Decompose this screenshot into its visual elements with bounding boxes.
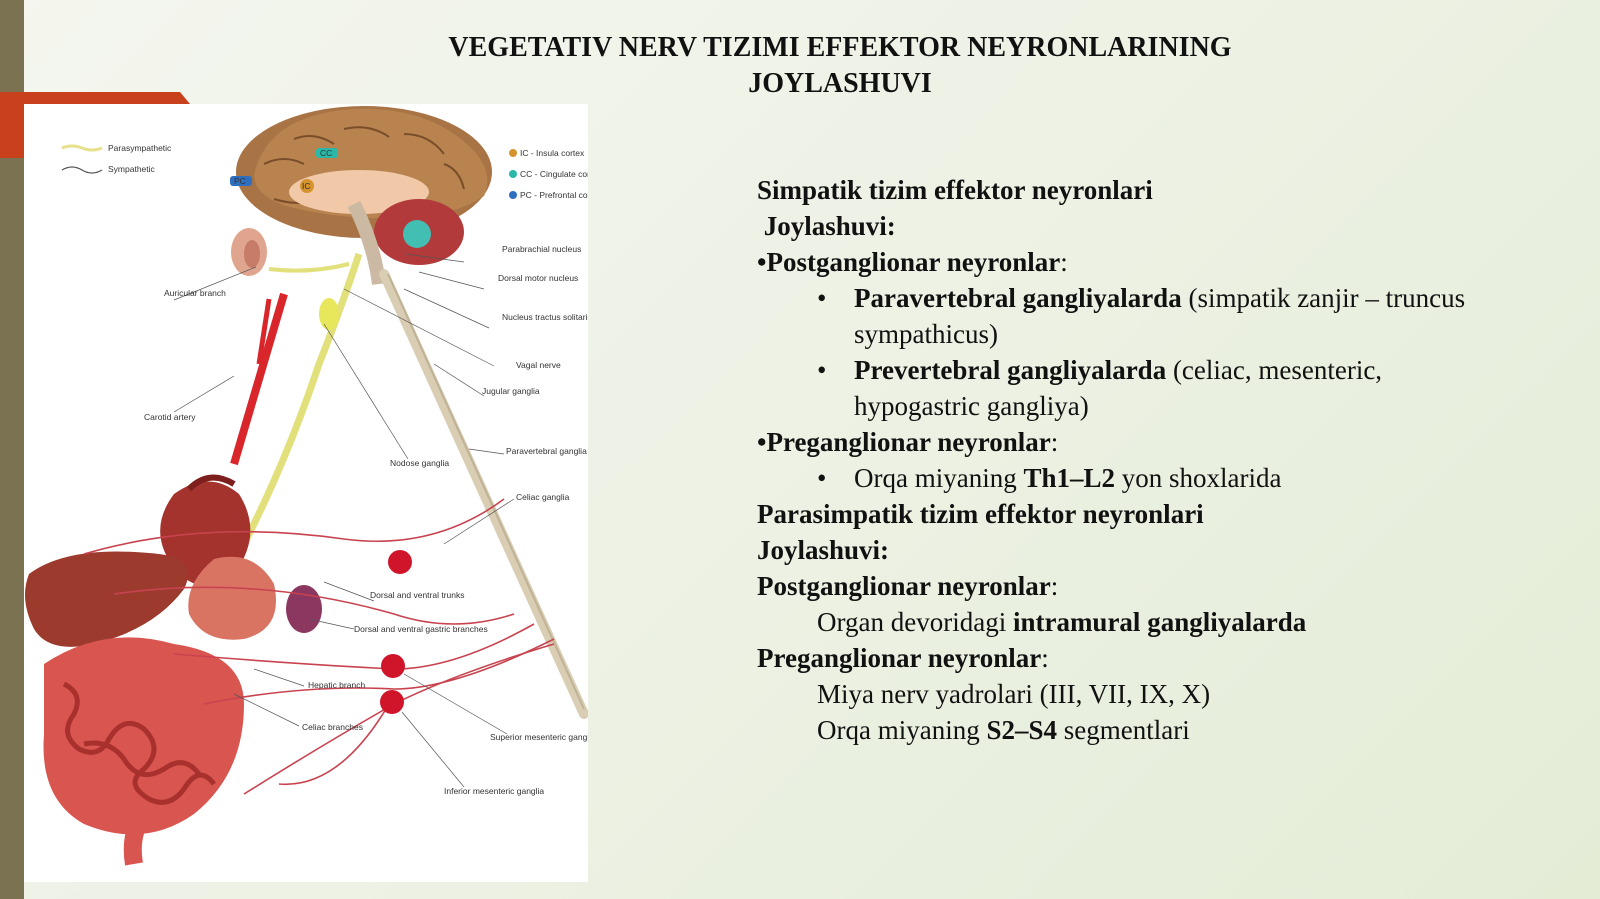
- label-dorsal-ventral-gastric-branches: Dorsal and ventral gastric branches: [354, 624, 488, 634]
- intramural-item: Organ devoridagi intramural gangliyalard…: [757, 604, 1557, 640]
- bullet: •: [817, 283, 827, 313]
- label-hepatic-branch: Hepatic branch: [308, 680, 365, 690]
- colon: :: [1050, 571, 1059, 601]
- spleen: [286, 585, 322, 633]
- label-jugular-ganglia: Jugular ganglia: [482, 386, 540, 396]
- carotid-artery: [230, 292, 288, 466]
- paravertebral-rest: (simpatik zanjir – truncus: [1181, 283, 1466, 313]
- prevertebral-rest: (celiac, mesenteric,: [1166, 355, 1383, 385]
- symp-pre-item: •Preganglionar neyronlar:: [757, 424, 1557, 460]
- liver: [25, 551, 189, 647]
- pc-key-dot: [509, 191, 517, 199]
- symp-heading: Simpatik tizim effektor neyronlari: [757, 175, 1153, 205]
- paravertebral-item: • Paravertebral gangliyalarda (simpatik …: [757, 280, 1557, 352]
- th-l2-item: • Orqa miyaning Th1–L2 yon shoxlarida: [757, 460, 1557, 496]
- symp-pre-label: •Preganglionar neyronlar: [757, 427, 1051, 457]
- key-insula-cortex: IC - Insula cortex: [520, 148, 585, 158]
- slide-content: Simpatik tizim effektor neyronlari Joyla…: [757, 172, 1557, 748]
- parasymp-heading: Parasimpatik tizim effektor neyronlari: [757, 499, 1204, 529]
- celiac-ganglion: [388, 550, 412, 574]
- orqa2-text: Orqa miyaning: [817, 715, 987, 745]
- orqa2-rest: segmentlari: [1057, 715, 1190, 745]
- sacral-segments-item: Orqa miyaning S2–S4 segmentlari: [757, 712, 1557, 748]
- legend-sympathetic: Sympathetic: [108, 164, 156, 174]
- orqa-bold: Th1–L2: [1023, 463, 1116, 493]
- sympathetic-legend-swatch: [61, 166, 103, 174]
- symp-post-label: •Postganglionar neyronlar: [757, 247, 1061, 277]
- brain-ic-tag: IC: [302, 181, 311, 191]
- label-dorsal-motor-nucleus: Dorsal motor nucleus: [498, 273, 578, 283]
- ic-key-dot: [509, 149, 517, 157]
- bullet: •: [817, 463, 827, 493]
- parasymp-pre-item: Preganglionar neyronlar:: [757, 640, 1557, 676]
- intestines: [43, 637, 244, 866]
- brain-pc-tag: PC: [234, 176, 246, 186]
- superior-mesenteric-ganglion: [381, 654, 405, 678]
- prevertebral-rest-2: hypogastric gangliya): [854, 391, 1089, 421]
- label-inferior-mesenteric-ganglia: Inferior mesenteric ganglia: [444, 786, 544, 796]
- colon: :: [1050, 427, 1059, 457]
- cranial-nuclei-item: Miya nerv yadrolari (III, VII, IX, X): [817, 679, 1211, 709]
- label-auricular-branch: Auricular branch: [164, 288, 226, 298]
- prevertebral-item: • Prevertebral gangliyalarda (celiac, me…: [757, 352, 1557, 424]
- label-vagal-nerve: Vagal nerve: [516, 360, 561, 370]
- parasymp-location-label: Joylashuvi:: [757, 535, 890, 565]
- symp-location-label: Joylashuvi:: [757, 211, 896, 241]
- orqa2-bold: S2–S4: [986, 715, 1058, 745]
- label-dorsal-ventral-trunks: Dorsal and ventral trunks: [370, 590, 465, 600]
- parasymp-pre-label: Preganglionar neyronlar: [757, 643, 1042, 673]
- brain: CC IC PC: [230, 106, 492, 285]
- bullet: •: [817, 355, 827, 385]
- paravertebral-rest-2: sympathicus): [854, 319, 998, 349]
- key-prefrontal-cortex: PC - Prefrontal cortex: [520, 190, 588, 200]
- label-superior-mesenteric-ganglia: Superior mesenteric ganglia: [490, 732, 588, 742]
- key-cingulate-cortex: CC - Cingulate cortex: [520, 169, 588, 179]
- label-nodose-ganglia: Nodose ganglia: [390, 458, 449, 468]
- anatomy-svg: Parasympathetic Sympathetic IC - Insula …: [25, 106, 588, 866]
- label-parabrachial-nucleus: Parabrachial nucleus: [502, 244, 581, 254]
- legend-parasympathetic: Parasympathetic: [108, 143, 172, 153]
- prevertebral-bold: Prevertebral gangliyalarda: [854, 355, 1167, 385]
- label-celiac-branches: Celiac branches: [302, 722, 363, 732]
- nodose-ganglion-shape: [319, 298, 339, 330]
- cc-key-dot: [509, 170, 517, 178]
- brain-cc-tag: CC: [320, 148, 332, 158]
- symp-post-item: •Postganglionar neyronlar:: [757, 244, 1557, 280]
- organ-text: Organ devoridagi: [817, 607, 1013, 637]
- parasymp-post-item: Postganglionar neyronlar:: [757, 568, 1557, 604]
- title-line-1: VEGETATIV NERV TIZIMI EFFEKTOR NEYRONLAR…: [448, 32, 1232, 63]
- orqa-text: Orqa miyaning: [854, 463, 1024, 493]
- accent-tab: [0, 92, 190, 104]
- inferior-mesenteric-ganglion: [380, 690, 404, 714]
- orqa-rest: yon shoxlarida: [1115, 463, 1282, 493]
- slide-title: VEGETATIV NERV TIZIMI EFFEKTOR NEYRONLAR…: [330, 30, 1350, 102]
- label-celiac-ganglia: Celiac ganglia: [516, 492, 570, 502]
- stomach: [188, 556, 276, 640]
- label-paravertebral-ganglia: Paravertebral ganglia: [506, 446, 587, 456]
- label-nucleus-tractus-solitarius: Nucleus tractus solitarius: [502, 312, 588, 322]
- organ-bold: intramural gangliyalarda: [1012, 607, 1307, 637]
- colon: :: [1060, 247, 1068, 277]
- title-line-2: JOYLASHUVI: [748, 68, 932, 99]
- parasymp-post-label: Postganglionar neyronlar: [757, 571, 1051, 601]
- parasympathetic-legend-swatch: [61, 144, 103, 152]
- colon: :: [1041, 643, 1049, 673]
- anatomy-illustration: Parasympathetic Sympathetic IC - Insula …: [24, 104, 588, 882]
- label-carotid-artery: Carotid artery: [144, 412, 196, 422]
- paravertebral-bold: Paravertebral gangliyalarda: [854, 283, 1182, 313]
